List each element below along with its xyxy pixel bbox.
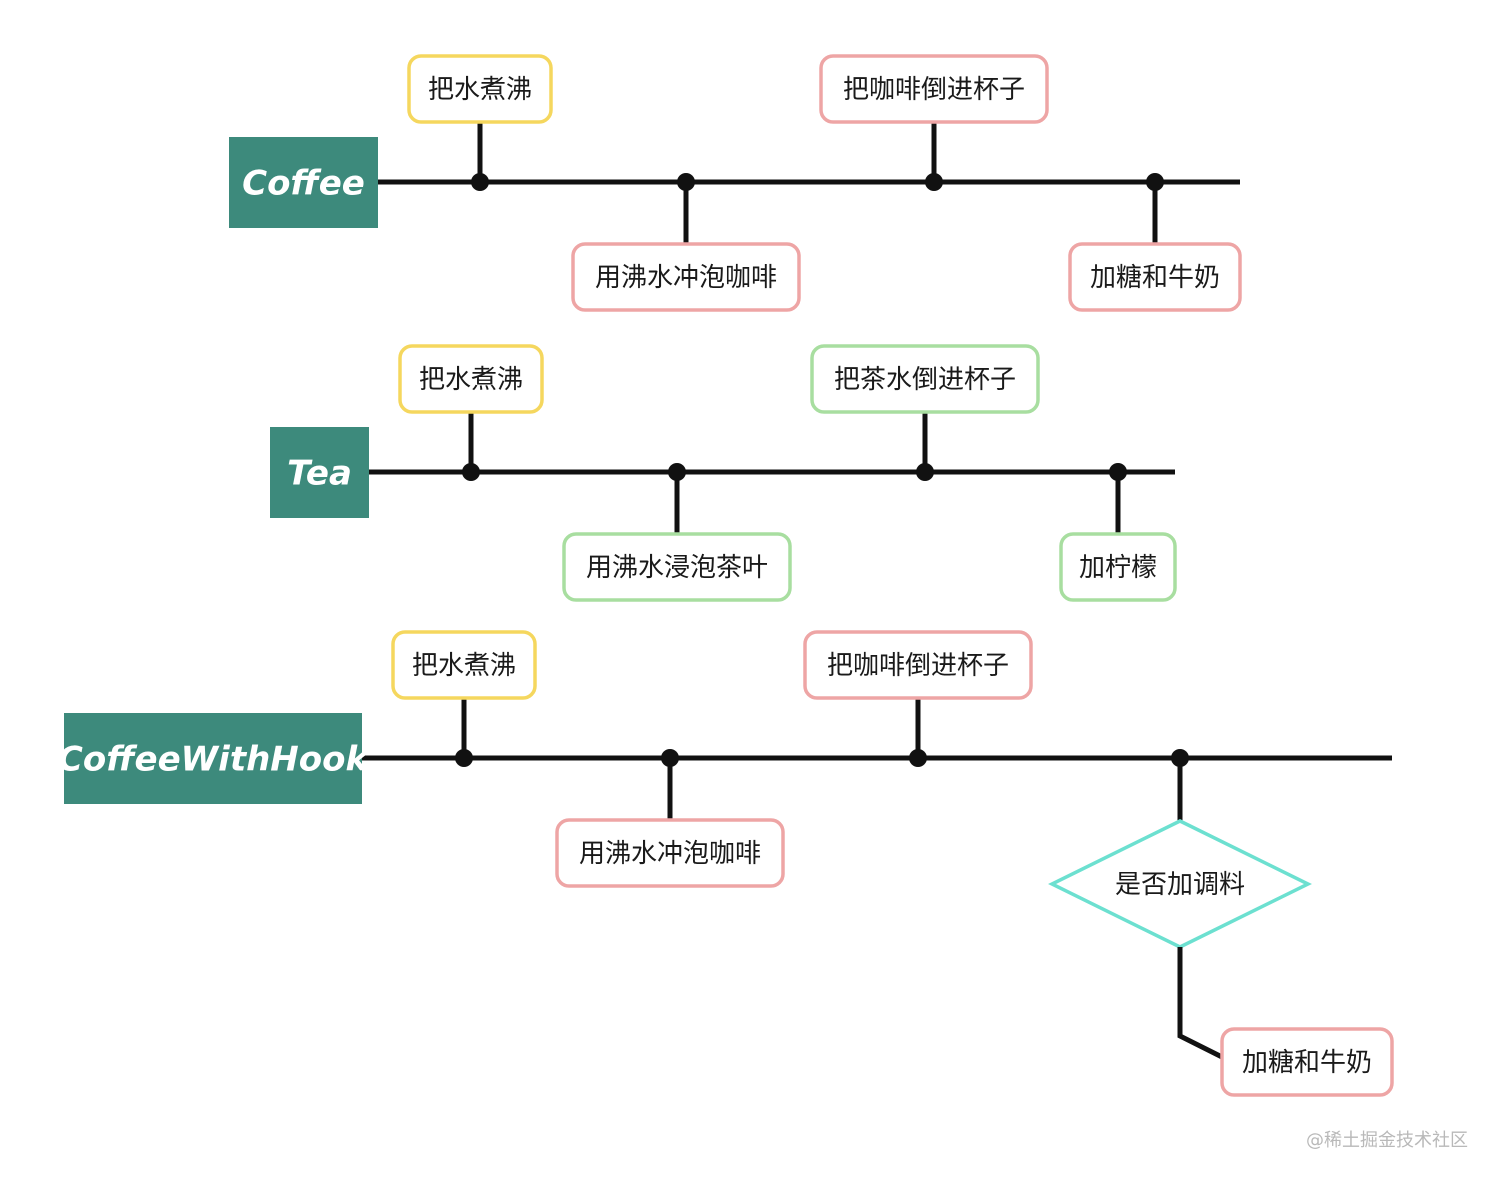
step-label: 把茶水倒进杯子 bbox=[834, 365, 1016, 395]
lane-title-box bbox=[229, 137, 378, 228]
step-label: 把咖啡倒进杯子 bbox=[827, 651, 1009, 681]
step-box bbox=[810, 344, 1040, 414]
step-label: 用沸水冲泡咖啡 bbox=[595, 263, 777, 293]
step-label: 加糖和牛奶 bbox=[1090, 263, 1220, 293]
step-label: 把水煮沸 bbox=[428, 75, 532, 105]
timeline-dot bbox=[909, 749, 927, 767]
watermark: @稀土掘金技术社区 bbox=[1306, 1130, 1468, 1151]
lane-title: Tea bbox=[287, 454, 352, 494]
timeline-dot bbox=[1146, 173, 1164, 191]
step-box bbox=[555, 818, 785, 888]
lane-title: Coffee bbox=[242, 164, 365, 204]
timeline-dot bbox=[455, 749, 473, 767]
step-box bbox=[803, 630, 1033, 700]
lane-title-box bbox=[270, 427, 369, 518]
timeline-dot bbox=[916, 463, 934, 481]
step-label: 用沸水冲泡咖啡 bbox=[579, 839, 761, 869]
timeline-dot bbox=[668, 463, 686, 481]
timeline-dot bbox=[1171, 749, 1189, 767]
timeline-dot bbox=[925, 173, 943, 191]
step-box bbox=[1220, 1027, 1394, 1097]
timeline-dot bbox=[471, 173, 489, 191]
step-label: 把咖啡倒进杯子 bbox=[843, 75, 1025, 105]
timeline-dot bbox=[462, 463, 480, 481]
decision-connector bbox=[1177, 947, 1224, 1060]
step-label: 用沸水浸泡茶叶 bbox=[586, 553, 768, 583]
step-box bbox=[819, 54, 1049, 124]
step-box bbox=[571, 242, 801, 312]
step-label: 把水煮沸 bbox=[412, 651, 516, 681]
timeline-dot bbox=[1109, 463, 1127, 481]
step-box bbox=[407, 54, 553, 124]
step-label: 把水煮沸 bbox=[419, 365, 523, 395]
step-label: 加柠檬 bbox=[1079, 553, 1157, 583]
timeline-dot bbox=[677, 173, 695, 191]
step-box bbox=[398, 344, 544, 414]
step-box bbox=[562, 532, 792, 602]
step-box bbox=[391, 630, 537, 700]
lane-title: CoffeeWithHook bbox=[58, 740, 371, 780]
timeline-dot bbox=[661, 749, 679, 767]
step-label: 加糖和牛奶 bbox=[1242, 1048, 1372, 1078]
lane-title-box bbox=[64, 713, 362, 804]
step-box bbox=[1059, 532, 1177, 602]
step-box bbox=[1068, 242, 1242, 312]
decision-label: 是否加调料 bbox=[1115, 870, 1245, 900]
